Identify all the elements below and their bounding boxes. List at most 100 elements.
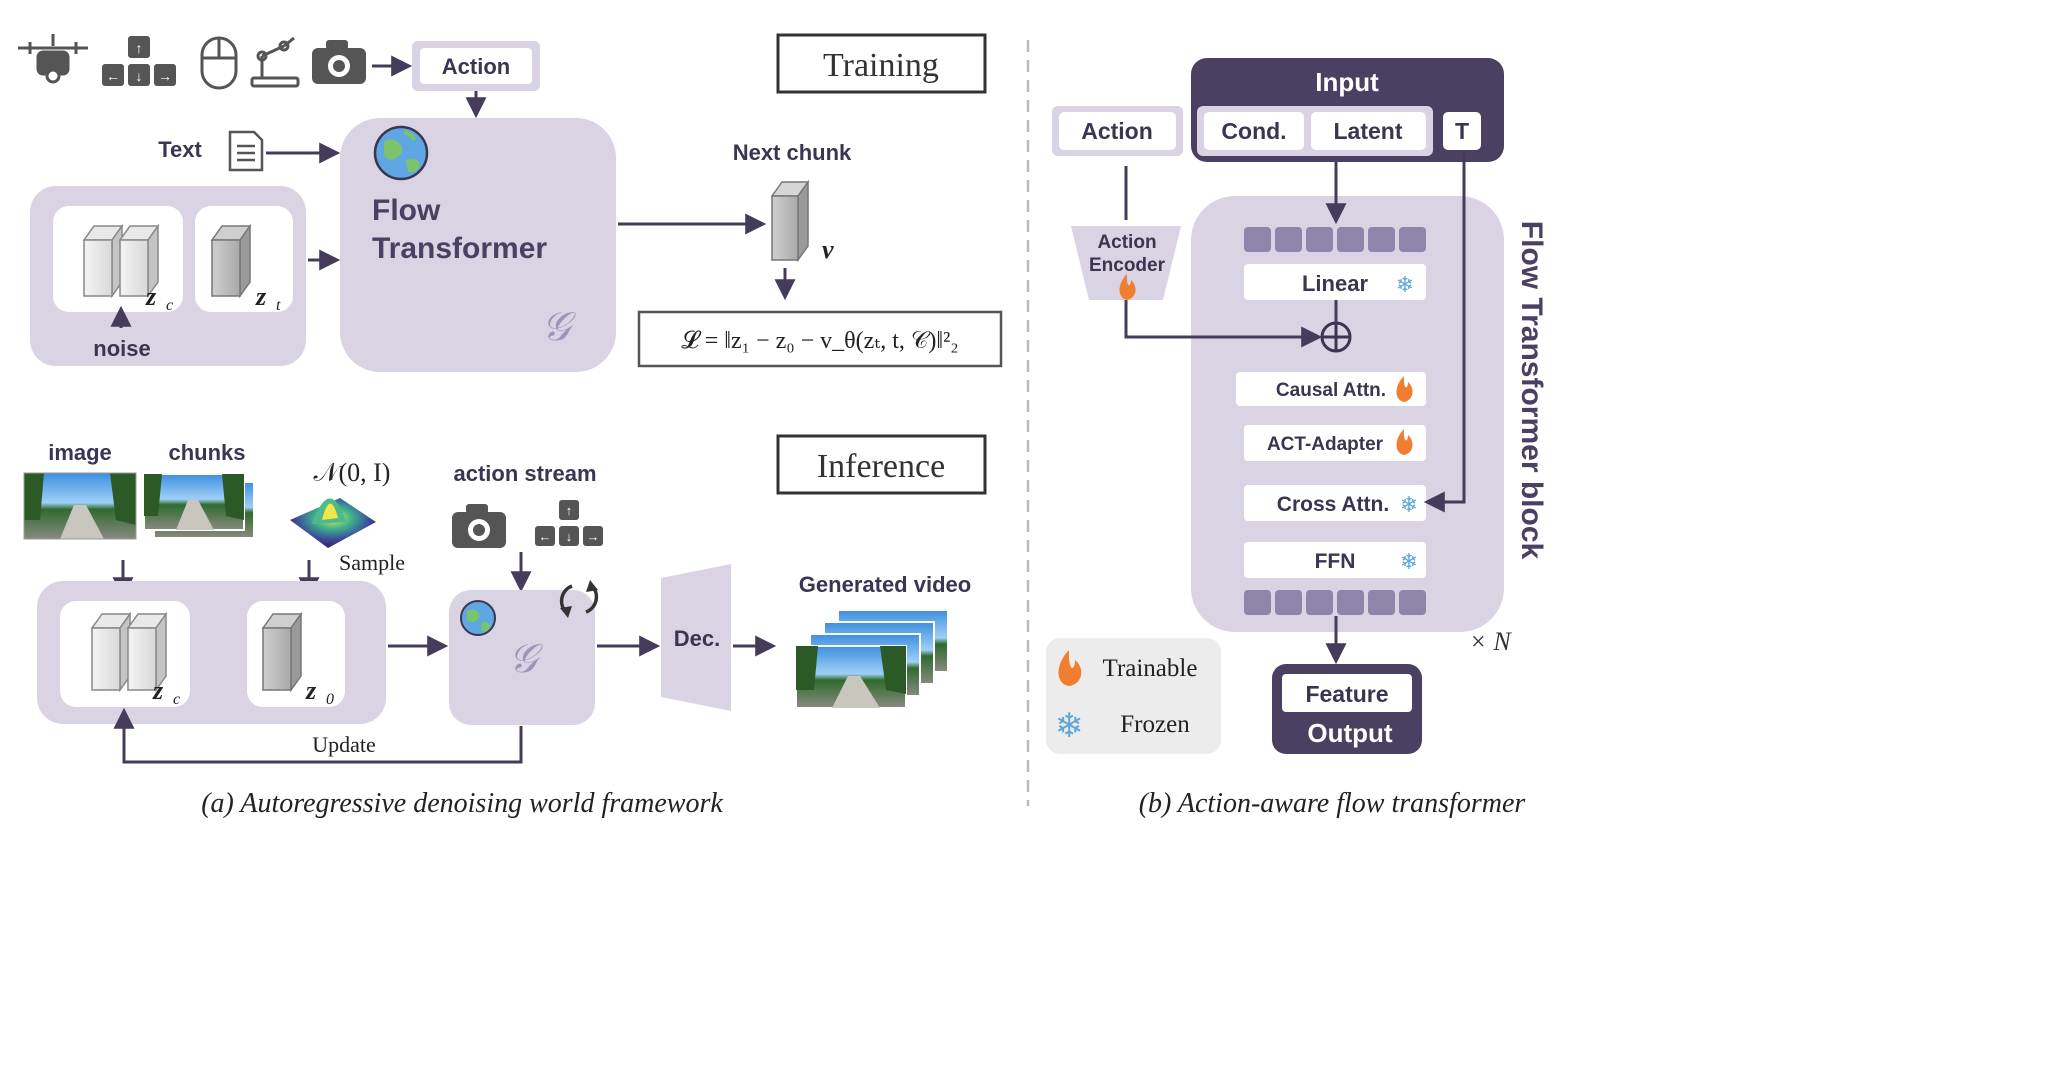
- next-chunk-cube: [770, 179, 810, 263]
- update-label: Update: [312, 732, 376, 757]
- block-vertical-title: Flow Transformer block: [1515, 221, 1548, 560]
- latent-box: [1311, 112, 1426, 150]
- decoder-label: Dec.: [674, 626, 720, 651]
- zt-subscript: t: [276, 297, 281, 314]
- cond-box: [1204, 112, 1304, 150]
- legend-fire-icon: [1058, 650, 1082, 686]
- inf-zc-cube-stack: [90, 611, 168, 693]
- inf-zc-symbol: z: [152, 676, 164, 705]
- flow-transformer-box: [340, 118, 616, 372]
- legend-box: [1046, 638, 1221, 754]
- linear-label: Linear: [1302, 271, 1368, 296]
- inf-z0-subscript: 0: [326, 691, 334, 708]
- training-title: Training: [823, 47, 939, 84]
- document-icon: [228, 130, 264, 172]
- feature-label: Feature: [1305, 681, 1388, 707]
- causal-fire-icon: [1396, 376, 1413, 402]
- loss-box: [637, 310, 1003, 368]
- sample-label: Sample: [339, 550, 405, 575]
- ffn-layer: [1244, 542, 1426, 578]
- training-title-box: [776, 33, 987, 94]
- chunks-label: chunks: [168, 440, 245, 465]
- mouse-icon: [200, 36, 238, 90]
- training-action-label: Action: [442, 54, 510, 79]
- cross-snowflake-icon: ❄: [1400, 492, 1418, 517]
- svg-text:→: →: [587, 529, 600, 544]
- figure-canvas: ↑ ← ↓ → Action: [18, 33, 1548, 819]
- encoder-line2: Encoder: [1089, 255, 1166, 276]
- svg-text:→: →: [158, 68, 172, 84]
- zc-subscript: c: [166, 297, 173, 314]
- loss-formula: 𝓛 = ‖z₁ − z₀ − v_θ(zₜ, t, 𝒞)‖²₂: [681, 328, 958, 354]
- output-title: Output: [1307, 718, 1393, 748]
- add-operator-icon: [1320, 321, 1352, 353]
- cross-label: Cross Attn.: [1277, 493, 1389, 516]
- cond-label: Cond.: [1221, 118, 1286, 144]
- inf-z0-cube: [261, 611, 303, 693]
- update-loop-arrow: [113, 707, 523, 764]
- flow-line1: Flow: [372, 194, 441, 227]
- generated-video-label: Generated video: [799, 572, 971, 597]
- svg-text:←: ←: [106, 68, 120, 84]
- inf-zc-subscript: c: [173, 691, 180, 708]
- top-token-row: [1244, 227, 1426, 252]
- svg-text:↑: ↑: [136, 40, 143, 56]
- legend-frozen: Frozen: [1120, 711, 1190, 738]
- bottom-token-row: [1244, 590, 1426, 615]
- cross-attn-layer: [1244, 485, 1426, 521]
- action-encoder: [1071, 226, 1181, 300]
- zt-symbol: z: [255, 282, 267, 311]
- block-action-label: Action: [1081, 118, 1153, 144]
- block-panel: [1191, 196, 1504, 632]
- image-label: image: [48, 440, 112, 465]
- act-label: ACT-Adapter: [1267, 434, 1384, 455]
- action-stream-label: action stream: [453, 461, 596, 486]
- globe-icon: [373, 125, 429, 181]
- latent-label: Latent: [1334, 118, 1403, 144]
- noise-label: noise: [93, 336, 150, 361]
- normal-dist-label: 𝒩(0, I): [314, 458, 391, 487]
- feature-box: [1282, 674, 1412, 712]
- causal-label: Causal Attn.: [1276, 380, 1386, 401]
- arrow-t-to-cross: [1423, 150, 1466, 513]
- robot-arm-icon: [250, 36, 300, 88]
- linear-snowflake-icon: ❄: [1396, 272, 1414, 297]
- inf-arrow-keys-icon: ↑ ← ↓ →: [535, 500, 603, 546]
- flow-transformer-block-section: Input Cond. Latent T Action Action Encod…: [1046, 58, 1548, 754]
- legend-snowflake-icon: ❄: [1055, 707, 1084, 745]
- input-title: Input: [1315, 67, 1379, 97]
- text-label: Text: [158, 137, 202, 162]
- caption-b: (b) Action-aware flow transformer: [1139, 788, 1526, 819]
- inference-title: Inference: [817, 448, 945, 485]
- drone-icon: [18, 34, 88, 84]
- times-n-label: × N: [1469, 627, 1512, 656]
- camera-icon: [312, 40, 366, 84]
- svg-text:←: ←: [539, 529, 552, 544]
- training-section: ↑ ← ↓ → Action: [18, 33, 1003, 372]
- zt-cube: [210, 223, 252, 299]
- next-chunk-label: Next chunk: [733, 140, 852, 165]
- encoder-line1: Action: [1097, 232, 1156, 253]
- inference-section: Inference image chunks 𝒩(0, I) Sample: [23, 434, 987, 764]
- ffn-label: FFN: [1315, 550, 1356, 573]
- input-chunks-thumbnails: [143, 473, 255, 539]
- inference-title-box: [776, 434, 987, 495]
- encoder-fire-icon: [1119, 274, 1136, 300]
- ffn-snowflake-icon: ❄: [1400, 549, 1418, 574]
- v-symbol: v: [822, 235, 834, 264]
- act-fire-icon: [1396, 429, 1413, 455]
- svg-text:↓: ↓: [566, 529, 573, 544]
- t-label: T: [1455, 118, 1469, 144]
- svg-text:↓: ↓: [136, 68, 143, 84]
- t-box: [1443, 112, 1481, 150]
- zc-symbol: z: [145, 282, 157, 311]
- refresh-icon: [559, 580, 599, 618]
- arrow-keys-icon: ↑ ← ↓ →: [102, 36, 176, 86]
- arrow-encoder-to-add: [1124, 300, 1323, 348]
- svg-text:↑: ↑: [566, 503, 573, 518]
- causal-attn-layer: [1236, 372, 1426, 406]
- inf-globe-icon: [460, 600, 496, 636]
- legend-trainable: Trainable: [1103, 655, 1198, 682]
- gaussian-surface-icon: [290, 498, 376, 548]
- caption-a: (a) Autoregressive denoising world frame…: [201, 788, 723, 819]
